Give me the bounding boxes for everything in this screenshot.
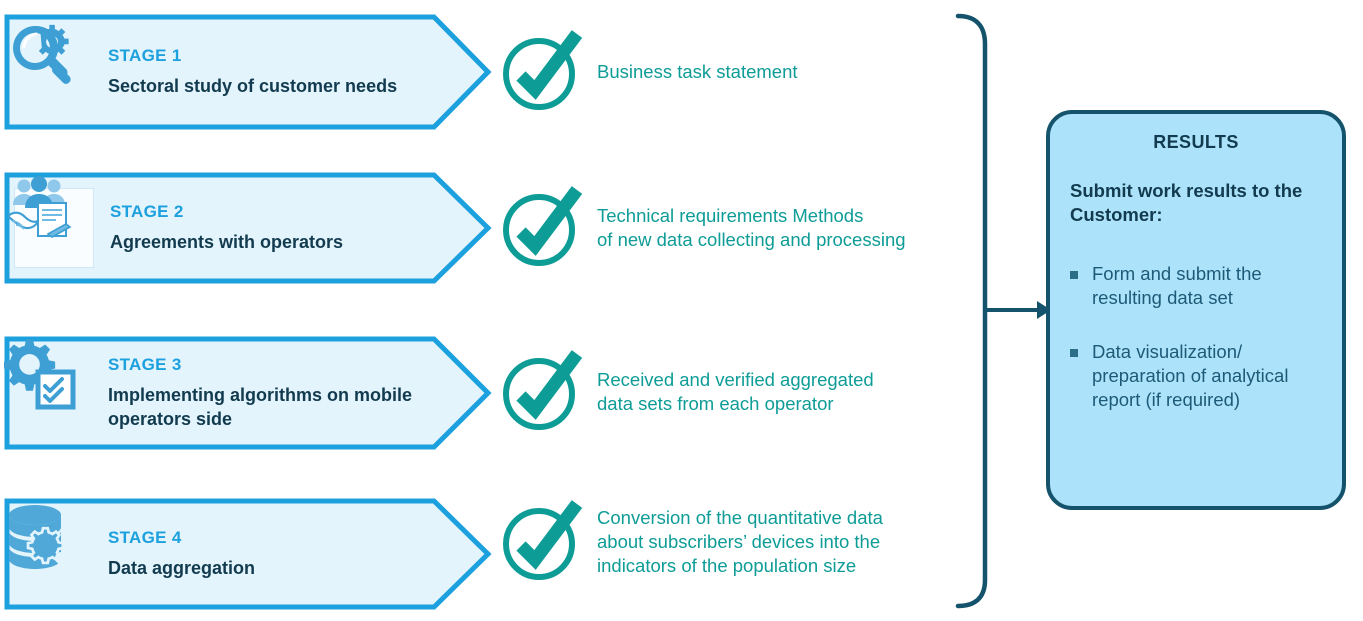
stage-arrow-2[interactable]: STAGE 2 Agreements with operators	[4, 172, 492, 284]
magnifier-gear-icon	[13, 24, 92, 111]
stage-arrow-3[interactable]: STAGE 3 Implementing algorithms on mobil…	[4, 336, 492, 450]
outcome-block-4: Conversion of the quantitative data abou…	[497, 498, 883, 586]
stage-arrow-4[interactable]: STAGE 4 Data aggregation	[4, 498, 492, 610]
database-gear-icon	[9, 505, 92, 593]
outcome-block-1: Business task statement	[497, 28, 798, 116]
stage-title: Sectoral study of customer needs	[108, 75, 398, 96]
outcome-block-2: Technical requirements Methods of new da…	[497, 184, 906, 272]
outcome-text: Conversion of the quantitative data abou…	[597, 506, 883, 577]
stage-arrow-shape-4	[4, 498, 492, 610]
stage-row-3: STAGE 3 Implementing algorithms on mobil…	[0, 336, 980, 450]
results-subtitle: Submit work results to the Customer:	[1070, 180, 1303, 226]
stage-label: STAGE 2	[110, 201, 184, 221]
stage-arrow-shape-3	[4, 336, 492, 450]
check-circle-icon	[497, 498, 585, 586]
gear-checklist-icon	[4, 339, 92, 432]
stage-label: STAGE 3	[108, 355, 182, 375]
stage-arrow-1[interactable]: STAGE 1 Sectoral study of customer needs	[4, 14, 492, 130]
check-circle-icon	[497, 184, 585, 272]
check-circle-icon	[497, 28, 585, 116]
stage-row-4: STAGE 4 Data aggregation	[0, 498, 980, 610]
outcome-text: Received and verified aggregated data se…	[597, 368, 874, 414]
check-circle-icon	[497, 348, 585, 436]
outcome-block-3: Received and verified aggregated data se…	[497, 348, 874, 436]
stage-title: Implementing algorithms on mobile operat…	[108, 385, 413, 429]
stage-title: Data aggregation	[108, 557, 256, 578]
stage-row-1: STAGE 1 Sectoral study of customer needs	[0, 14, 980, 130]
stage-label: STAGE 4	[108, 527, 182, 547]
handshake-team-document-icon	[6, 176, 94, 268]
stage-row-2: STAGE 2 Agreements with operators	[0, 172, 980, 284]
stage-label: STAGE 1	[108, 45, 182, 65]
results-title: RESULTS	[1153, 132, 1239, 152]
list-item: Form and submit the resulting data set	[1070, 262, 1322, 310]
right-arrow-icon	[985, 290, 1055, 335]
stage-arrow-shape-1	[4, 14, 492, 130]
outcome-text: Technical requirements Methods of new da…	[597, 204, 906, 250]
bullet-square-icon	[1070, 270, 1078, 279]
bullet-text: Form and submit the resulting data set	[1092, 262, 1262, 308]
outcome-text: Business task statement	[597, 60, 798, 82]
bullet-text: Data visualization/ preparation of analy…	[1092, 340, 1289, 410]
bullet-square-icon	[1070, 348, 1078, 357]
stage-arrow-shape-2	[4, 172, 492, 284]
results-box: RESULTS Submit work results to the Custo…	[1046, 110, 1346, 510]
list-item: Data visualization/ preparation of analy…	[1070, 340, 1322, 412]
stage-title: Agreements with operators	[110, 231, 344, 252]
